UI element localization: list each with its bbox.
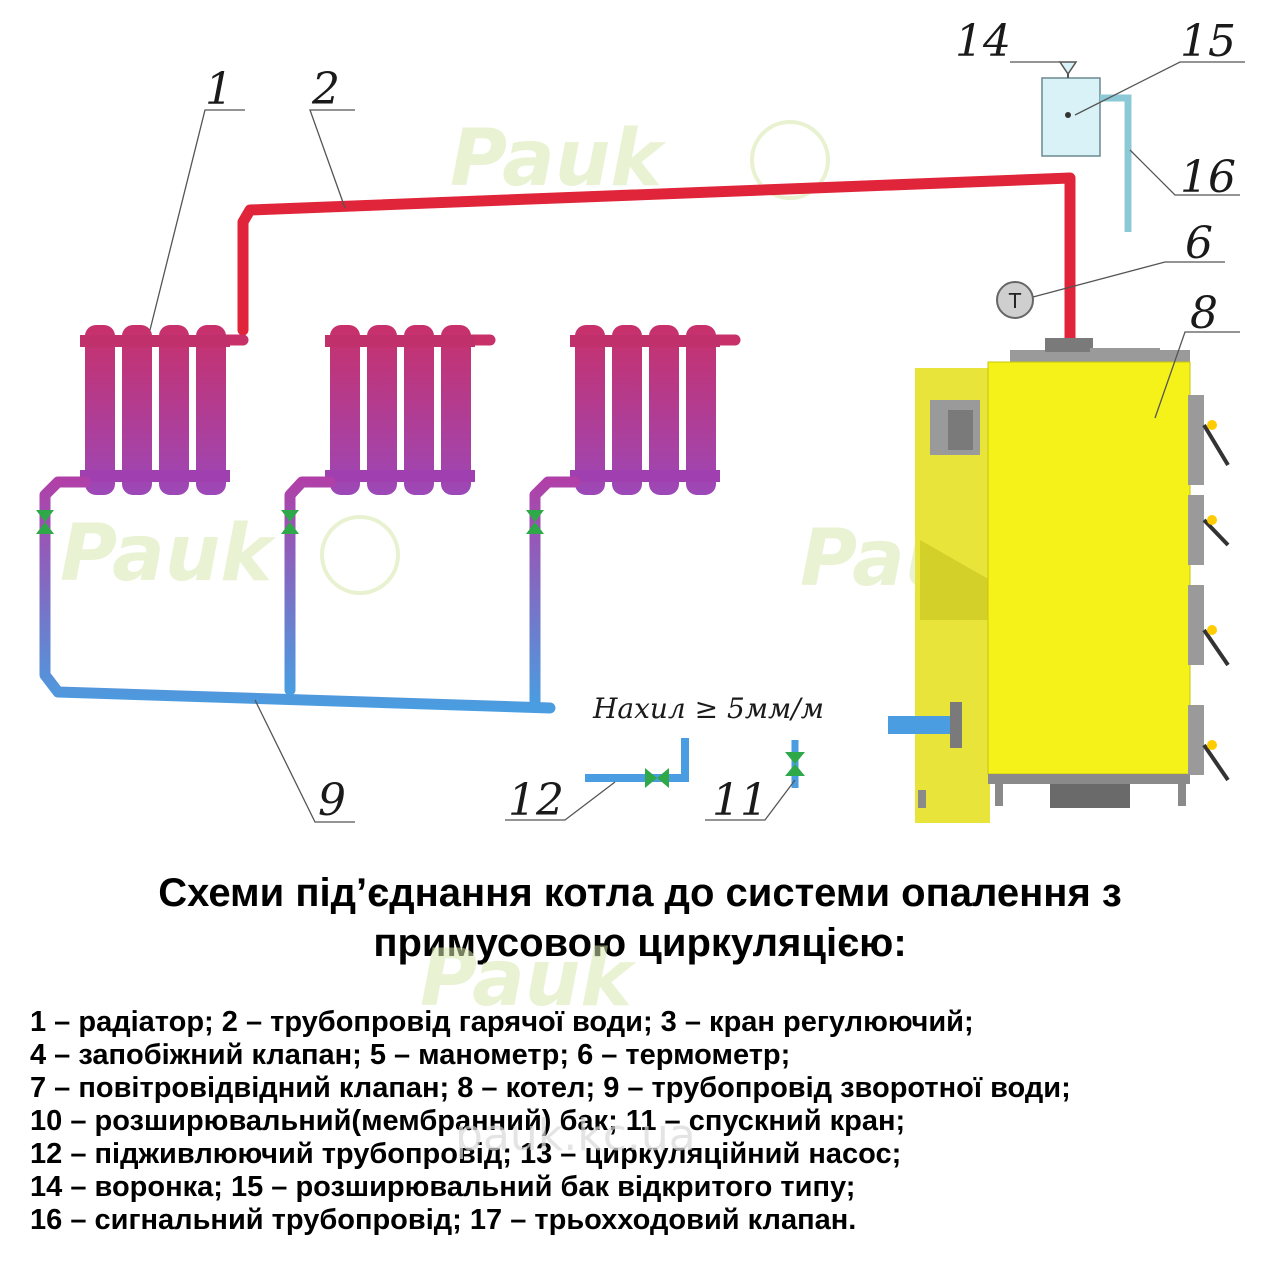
radiator <box>570 325 720 495</box>
slope-note: Нахил ≥ 5мм/м <box>592 692 824 725</box>
callout-number: 15 <box>1180 16 1236 67</box>
callout-number: 1 <box>205 64 233 115</box>
make-up-pipe <box>585 738 689 782</box>
thermometer-icon: T <box>996 281 1034 319</box>
callout-number: 11 <box>712 775 768 826</box>
callout-number: 8 <box>1190 288 1218 339</box>
legend: 1 – радіатор; 2 – трубопровід гарячої во… <box>30 1006 1270 1237</box>
valve-icon <box>281 510 299 534</box>
valve-icon <box>36 510 54 534</box>
legend-line: 14 – воронка; 15 – розширювальний бак ві… <box>30 1171 856 1203</box>
callout-number: 12 <box>508 775 564 826</box>
title-line: примусовою циркуляцією: <box>373 921 907 965</box>
callout-number: 16 <box>1180 152 1236 203</box>
watermark-globe-icon <box>750 120 830 200</box>
signal-pipe <box>1100 94 1132 232</box>
valve-icon <box>526 510 544 534</box>
radiator <box>325 325 475 495</box>
page-title: Схеми під’єднання котла до системи опале… <box>0 868 1280 968</box>
callout-leaders <box>149 61 1245 823</box>
legend-line: 10 – розширювальний(мембранний) бак; 11 … <box>30 1105 906 1137</box>
watermark-text: Pauk <box>450 114 666 204</box>
watermark-globe-icon <box>320 515 400 595</box>
valve-icon <box>645 768 669 788</box>
legend-line: 12 – підживлюючий трубопровід; 13 – цирк… <box>30 1138 902 1170</box>
callout-number: 14 <box>955 16 1011 67</box>
expansion-tank <box>1041 77 1101 157</box>
funnel-icon <box>1058 61 1078 78</box>
callout-number: 2 <box>311 64 340 115</box>
callout-number: 9 <box>318 775 346 826</box>
watermark-text: Pauk <box>60 509 276 599</box>
callout-number: 6 <box>1185 218 1213 269</box>
legend-line: 1 – радіатор; 2 – трубопровід гарячої во… <box>30 1006 974 1038</box>
title-line: Схеми під’єднання котла до системи опале… <box>158 871 1122 915</box>
radiator <box>80 325 230 495</box>
legend-line: 4 – запобіжний клапан; 5 – манометр; 6 –… <box>30 1039 791 1071</box>
return-water-pipe <box>39 476 581 714</box>
legend-line: 7 – повітровідвідний клапан; 8 – котел; … <box>30 1072 1071 1104</box>
heating-scheme-diagram: Pauk Pauk Pauk <box>36 16 1245 826</box>
thermometer-symbol: T <box>1008 289 1022 313</box>
legend-line: 16 – сигнальний трубопровід; 17 – трьохх… <box>30 1204 857 1236</box>
boiler <box>888 338 1230 823</box>
